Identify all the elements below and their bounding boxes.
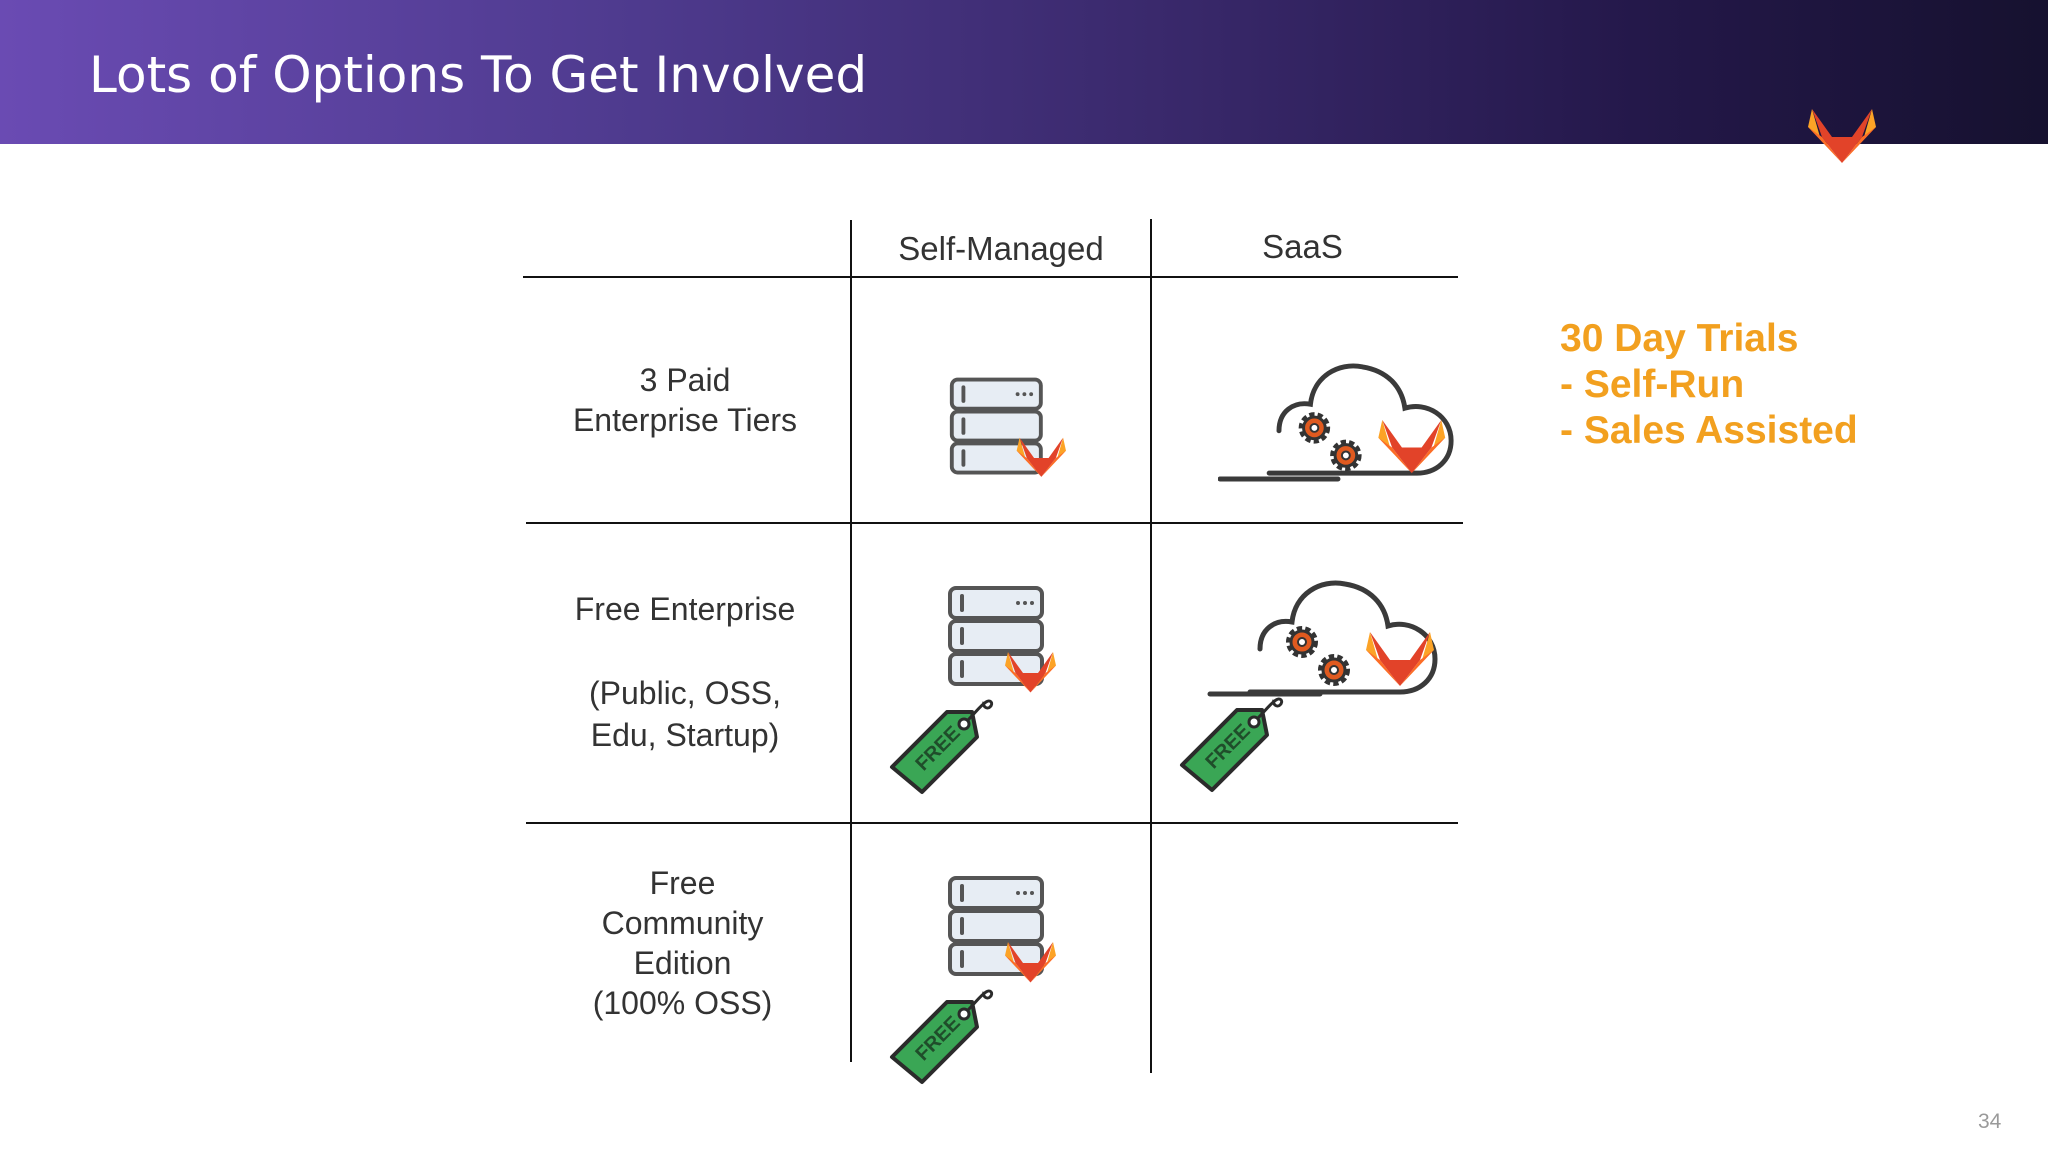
gitlab-logo-icon bbox=[1808, 109, 1876, 163]
cloud-gitlab-icon bbox=[1218, 352, 1458, 482]
cloud-gitlab-free-tag-icon: FREE bbox=[1180, 570, 1452, 792]
column-header-self-managed: Self-Managed bbox=[898, 230, 1104, 267]
server-gitlab-free-tag-icon: FREE bbox=[890, 876, 1056, 1084]
server-gitlab-icon bbox=[949, 377, 1066, 477]
slide-title: Lots of Options To Get Involved bbox=[89, 46, 868, 104]
column-header-saas: SaaS bbox=[1262, 228, 1343, 265]
table-divider-row-2 bbox=[526, 822, 1458, 824]
table-divider-row-1 bbox=[526, 522, 1463, 524]
trials-note: 30 Day Trials - Self-Run - Sales Assiste… bbox=[1560, 316, 1858, 454]
table-divider-header bbox=[523, 276, 1458, 278]
row-label-paid-tiers: 3 Paid Enterprise Tiers bbox=[572, 362, 798, 438]
trials-note-line-3: - Sales Assisted bbox=[1560, 409, 1858, 452]
trials-note-line-2: - Self-Run bbox=[1560, 363, 1745, 406]
trials-note-line-1: 30 Day Trials bbox=[1560, 317, 1799, 360]
row-label-community-edition: Free Community Edition (100% OSS) bbox=[592, 865, 773, 1021]
server-gitlab-free-tag-icon: FREE bbox=[890, 586, 1056, 794]
row-label-free-enterprise: Free Enterprise (Public, OSS, Edu, Start… bbox=[574, 591, 796, 753]
page-number: 34 bbox=[1978, 1110, 2002, 1133]
table-divider-vertical-1 bbox=[850, 220, 852, 1062]
table-divider-vertical-2 bbox=[1150, 219, 1152, 1073]
slide-header bbox=[0, 0, 2048, 144]
